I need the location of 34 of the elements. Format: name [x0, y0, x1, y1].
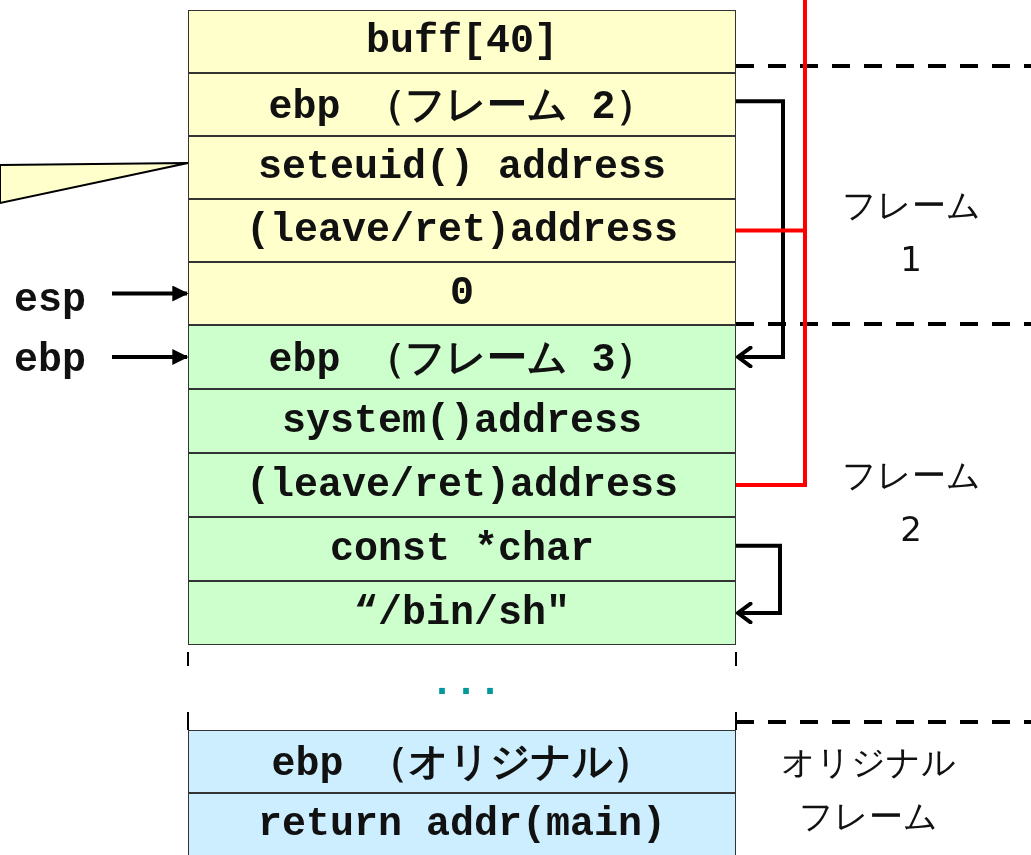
stack-cell — [188, 581, 736, 645]
stack-cell — [188, 73, 736, 136]
frame-label: フレーム2 — [840, 454, 982, 552]
ellipsis-text: ... — [430, 660, 502, 708]
arrow — [736, 543, 782, 625]
arrow — [112, 349, 189, 365]
stack-cell — [188, 517, 736, 581]
connector-line — [736, 0, 807, 487]
register-label: esp — [14, 278, 86, 323]
arrow — [112, 285, 189, 302]
cell-text: return addr(main) — [257, 802, 667, 847]
stack-cell — [188, 453, 736, 517]
cell-text: const *char — [329, 526, 594, 572]
cell-text: ebp （フレーム 2） — [268, 84, 656, 132]
cell-text: seteuid() address — [257, 145, 667, 190]
register-label: ebp — [14, 338, 86, 383]
cell-text: (leave/ret)address — [245, 208, 679, 253]
stack-cell — [188, 389, 736, 453]
cell-text: system()address — [281, 398, 643, 444]
stack-cell — [188, 325, 736, 389]
stack-cell — [188, 199, 736, 262]
stack-cell — [188, 262, 736, 325]
cell-text: buff[40] — [366, 19, 558, 64]
cell-text: 0 — [450, 271, 474, 316]
stack-cell — [188, 793, 736, 855]
stack-cell — [188, 10, 736, 73]
cell-text: ebp （オリジナル） — [271, 741, 653, 789]
arrow — [736, 99, 785, 369]
frame-label: フレーム1 — [840, 184, 982, 282]
cell-text: ebp （フレーム 3） — [268, 336, 656, 385]
stack-cell — [188, 730, 736, 793]
frame-label: オリジナルフレーム — [779, 741, 957, 839]
cell-text: (leave/ret)address — [245, 462, 679, 508]
cell-text: “/bin/sh" — [353, 590, 570, 636]
